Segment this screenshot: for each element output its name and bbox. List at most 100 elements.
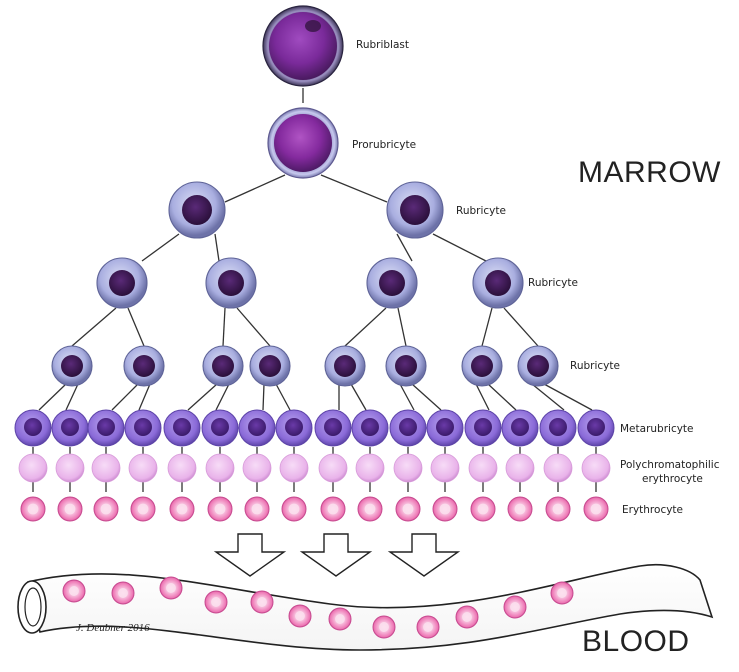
label-polychromatophilic-2: erythrocyte [642,473,703,485]
metarubricyte-13-nucleus [474,418,492,436]
polychromatophilic-erythrocyte-7 [242,453,272,483]
vessel-tube [27,563,714,651]
erythrocyte-10-pallor [364,503,376,515]
connector-l1-l2 [141,233,180,262]
erythrocyte-11-pallor [402,503,414,515]
connector-l2-l3 [503,307,539,347]
label-prorubricyte: Prorubricyte [352,139,416,151]
blood-erythrocyte-2-pallor [118,588,128,598]
erythrocyte-9-pallor [327,503,339,515]
blood-erythrocyte-9-pallor [423,622,433,632]
erythrocyte-8-pallor [288,503,300,515]
metarubricyte-12-nucleus [436,418,454,436]
metarubricyte-16-nucleus [587,418,605,436]
cell-layer [14,5,615,522]
erythrocyte-6-pallor [214,503,226,515]
blood-erythrocyte-5-pallor [257,597,267,607]
label-erythrocyte: Erythrocyte [622,504,683,516]
polychromatophilic-erythrocyte-13 [468,453,498,483]
label-polychromatophilic-1: Polychromatophilic [620,459,720,471]
connector-l3-l4 [475,383,490,411]
label-rubricyte-1: Rubricyte [456,205,506,217]
connector-l2-l3 [236,307,271,347]
polychromatophilic-erythrocyte-14 [505,453,535,483]
blood-erythrocyte-10-pallor [462,612,472,622]
erythrocyte-5-pallor [176,503,188,515]
connector-l3-l4 [543,383,593,411]
rubricyte-l2-3-nucleus [379,270,405,296]
rubricyte-l3-4-nucleus [259,355,281,377]
label-rubriblast: Rubriblast [356,39,409,51]
rubricyte-l3-8-nucleus [527,355,549,377]
erythrocyte-4-pallor [137,503,149,515]
label-rubricyte-2: Rubricyte [528,277,578,289]
connector-pro-rub-right [320,174,388,203]
blood-erythrocyte-12-pallor [557,588,567,598]
label-rubricyte-3: Rubricyte [570,360,620,372]
connector-l2-l3 [481,307,493,347]
metarubricyte-6-nucleus [211,418,229,436]
rubricyte-l3-5-nucleus [334,355,356,377]
metarubricyte-4-nucleus [134,418,152,436]
erythrocyte-14-pallor [514,503,526,515]
lineage-connectors [32,88,597,492]
polychromatophilic-erythrocyte-11 [393,453,423,483]
rubricyte-l2-2-nucleus [218,270,244,296]
erythrocyte-13-pallor [477,503,489,515]
polychromatophilic-erythrocyte-4 [128,453,158,483]
connector-l3-l4 [399,383,415,411]
connector-l3-l4 [487,383,517,411]
rubricyte-l3-7-nucleus [471,355,493,377]
metarubricyte-2-nucleus [61,418,79,436]
rubriblast-nucleus [269,12,337,80]
connector-l2-l3 [397,307,407,347]
polychromatophilic-erythrocyte-3 [91,453,121,483]
blood-erythrocyte-11-pallor [510,602,520,612]
rubriblast-nucleolus [305,20,321,32]
connector-l3-l4 [187,383,218,411]
connector-l2-l3 [222,307,226,347]
vessel-opening-inner [24,587,42,627]
down-arrow-3 [387,533,461,577]
metarubricyte-1-nucleus [24,418,42,436]
down-arrow-1 [213,533,287,577]
blood-erythrocyte-1-pallor [69,586,79,596]
connector-l3-l4 [262,383,265,411]
metarubricyte-10-nucleus [361,418,379,436]
blood-erythrocyte-6-pallor [295,611,305,621]
polychromatophilic-erythrocyte-5 [167,453,197,483]
rubricyte-l2-4-nucleus [485,270,511,296]
rubricyte-l2-1-nucleus [109,270,135,296]
polychromatophilic-erythrocyte-1 [18,453,48,483]
rubricyte-l1-1-nucleus [182,195,212,225]
region-marrow: MARROW [578,156,721,189]
blood-erythrocyte-7-pallor [335,614,345,624]
connector-l3-l4 [38,383,67,411]
downward-arrows [213,533,461,577]
connector-l3-l4 [215,383,230,411]
metarubricyte-3-nucleus [97,418,115,436]
connector-l3-l4 [65,383,79,411]
connector-l1-l2 [214,233,220,262]
down-arrow-2 [299,533,373,577]
polychromatophilic-erythrocyte-15 [543,453,573,483]
metarubricyte-8-nucleus [285,418,303,436]
connector-l2-l3 [71,307,117,347]
rubricyte-l3-6-nucleus [395,355,417,377]
rubricyte-l3-3-nucleus [212,355,234,377]
artist-signature: J. Deubner 2016 [76,622,150,634]
metarubricyte-7-nucleus [248,418,266,436]
erythrocyte-2-pallor [64,503,76,515]
blood-erythrocyte-8-pallor [379,622,389,632]
erythrocyte-7-pallor [251,503,263,515]
connector-l3-l4 [111,383,139,411]
connector-l3-l4 [411,383,442,411]
region-blood: BLOOD [582,625,690,658]
metarubricyte-9-nucleus [324,418,342,436]
connector-l3-l4 [350,383,367,411]
erythrocyte-15-pallor [552,503,564,515]
metarubricyte-5-nucleus [173,418,191,436]
blood-erythrocytes [62,576,574,639]
connector-l3-l4 [275,383,291,411]
prorubricyte-nucleus [274,114,332,172]
